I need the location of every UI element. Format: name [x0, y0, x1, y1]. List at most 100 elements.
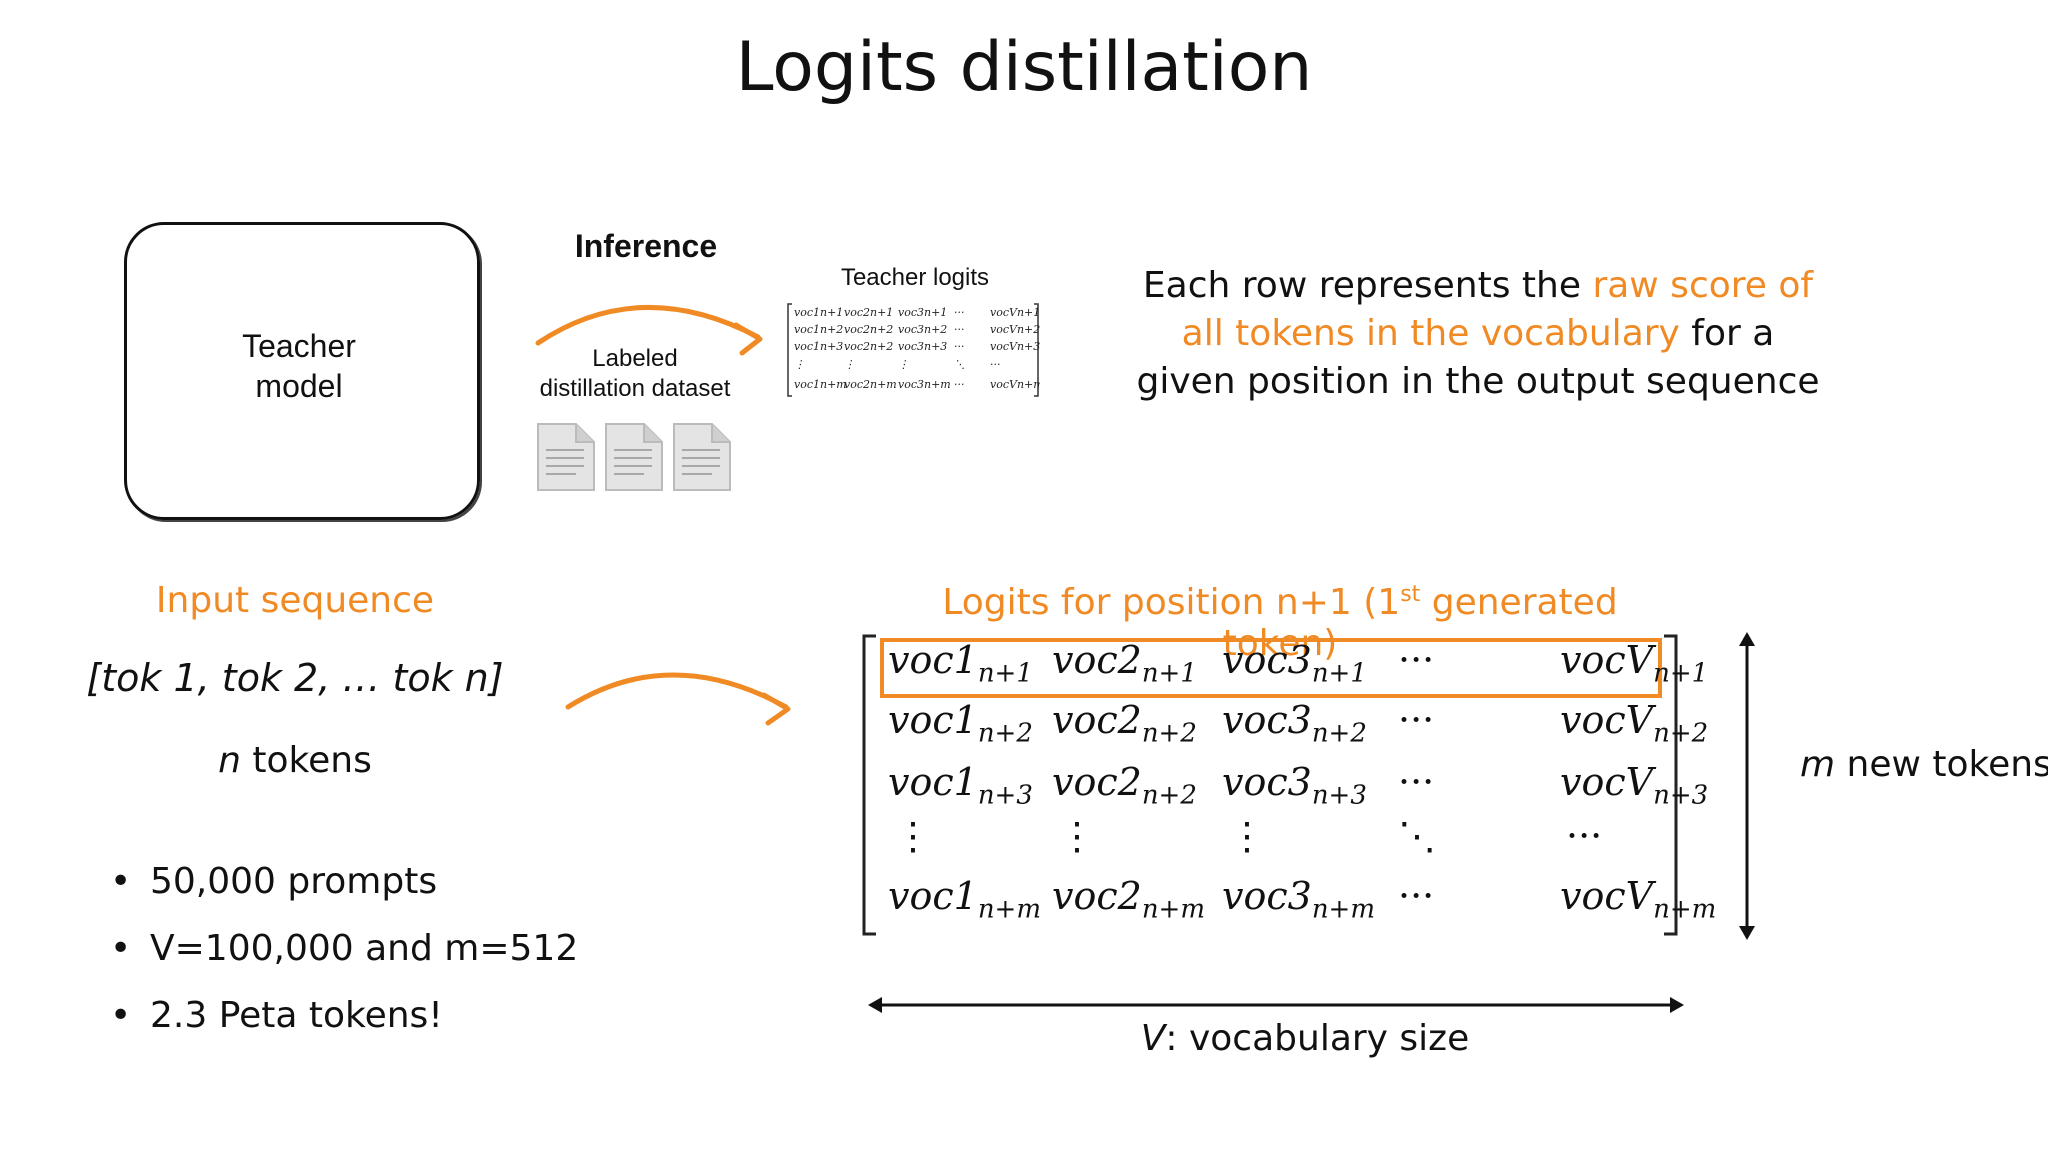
matrix-cell-base: voc1 [888, 760, 978, 804]
matrix-cell: voc2n+1 [1052, 638, 1197, 689]
logits-description: Each row represents the raw score of all… [1128, 262, 1828, 406]
bullet-text: 50,000 prompts [150, 861, 438, 902]
dataset-label-line2: distillation dataset [539, 375, 731, 402]
matrix-cell-base: ··· [1566, 814, 1603, 858]
bullet-item: • 50,000 prompts [110, 848, 578, 915]
mini-matrix-cell: voc2n+m [844, 378, 897, 391]
bullet-item: •V=100,000 and m=512 [110, 915, 578, 982]
mini-matrix-cell: voc3n+1 [898, 306, 947, 319]
matrix-cell-subscript: n+1 [1653, 658, 1709, 689]
inference-label: Inference [574, 228, 718, 264]
matrix-cell-subscript: n+2 [1141, 780, 1197, 811]
mini-matrix-cell: voc2n+2 [844, 340, 893, 353]
matrix-cell: ⋮ [1052, 814, 1096, 858]
matrix-cell-subscript: n+2 [1653, 718, 1709, 749]
matrix-cell-subscript: n+2 [977, 718, 1033, 749]
matrix-cell-subscript: n+1 [977, 658, 1033, 689]
document-icon [537, 423, 595, 491]
matrix-cell-subscript: n+m [1311, 894, 1375, 925]
matrix-cell-subscript: n+1 [1311, 658, 1367, 689]
matrix-cell-base: vocV [1560, 638, 1654, 682]
bullet-dot-icon: • [110, 861, 132, 902]
matrix-cell-subscript: n+2 [1141, 718, 1197, 749]
matrix-cell: ··· [1560, 814, 1602, 858]
matrix-cell-base: ⋮ [1058, 814, 1096, 858]
matrix-cell-base: ··· [1398, 698, 1435, 742]
bullet-item: •2.3 Peta tokens! [110, 982, 578, 1049]
dataset-label-line1: Labeled [592, 345, 678, 372]
matrix-cell: vocVn+2 [1560, 698, 1708, 749]
mini-matrix-cell: voc1n+2 [794, 323, 843, 336]
matrix-cell: voc1n+m [888, 874, 1041, 925]
matrix-cell: vocVn+3 [1560, 760, 1708, 811]
mini-matrix-cell: vocVn+m [990, 378, 1040, 391]
highlight-row-box [880, 638, 1662, 698]
bullet-dot-icon: • [110, 928, 132, 969]
matrix-cell: ⋮ [888, 814, 932, 858]
logits-title-after: generated token) [1222, 582, 1618, 664]
matrix-cell: ··· [1392, 874, 1434, 918]
matrix-cell: voc3n+m [1222, 874, 1375, 925]
mini-matrix-cell: ⋮ [898, 358, 909, 371]
matrix-cell-base: voc1 [888, 698, 978, 742]
matrix-cell: voc3n+1 [1222, 638, 1367, 689]
matrix-cell-subscript: n+3 [977, 780, 1033, 811]
matrix-cell: voc1n+3 [888, 760, 1033, 811]
m-new-tokens-text: new tokens [1835, 744, 2048, 785]
mini-matrix-cell: ⋮ [844, 358, 855, 371]
description-highlight: raw score of all tokens in the vocabular… [1181, 265, 1814, 354]
mini-matrix-cell: voc1n+1 [794, 306, 843, 319]
vocab-size-label: V: vocabulary size [1080, 1018, 1530, 1059]
m-var: m [1800, 744, 1836, 785]
matrix-cell: voc2n+2 [1052, 760, 1197, 811]
vocab-arrow [868, 997, 1684, 1013]
document-icon [673, 423, 731, 491]
sequence-arrow [565, 672, 791, 726]
description-part1: Each row represents the [1142, 265, 1593, 306]
mini-matrix-cell: voc3n+2 [898, 323, 947, 336]
matrix-cell-base: voc1 [888, 874, 978, 918]
mini-matrix-cell: voc3n+m [898, 378, 951, 391]
matrix-cell: voc2n+2 [1052, 698, 1197, 749]
mini-matrix-cell: ··· [954, 340, 965, 353]
matrix-cell-subscript: n+2 [1311, 718, 1367, 749]
token-count: n tokens [120, 740, 470, 781]
matrix-cell-base: voc3 [1222, 760, 1312, 804]
input-sequence-heading: Input sequence [155, 580, 435, 621]
token-count-var: n [218, 740, 241, 781]
matrix-cell: voc2n+m [1052, 874, 1205, 925]
teacher-label-line2: model [255, 368, 343, 404]
teacher-model-label: Teacher model [124, 326, 474, 406]
matrix-cell: vocVn+m [1560, 874, 1716, 925]
teacher-label-line1: Teacher [242, 328, 356, 364]
rows-arrow [1739, 632, 1755, 940]
matrix-cell: voc3n+3 [1222, 760, 1367, 811]
matrix-cell-base: ··· [1398, 874, 1435, 918]
matrix-cell-subscript: n+m [1653, 894, 1717, 925]
matrix-cell: ··· [1392, 698, 1434, 742]
matrix-cell-base: vocV [1560, 698, 1654, 742]
mini-matrix-cell: voc2n+1 [844, 306, 893, 319]
matrix-cell-subscript: n+3 [1311, 780, 1367, 811]
matrix-cell-base: voc1 [888, 638, 978, 682]
matrix-cell-base: ⋮ [1228, 814, 1266, 858]
matrix-cell: voc1n+1 [888, 638, 1033, 689]
teacher-model-box [124, 222, 480, 520]
mini-matrix-cell: vocVn+1 [990, 306, 1040, 319]
logits-title-sup: st [1400, 582, 1421, 607]
matrix-cell-base: voc3 [1222, 638, 1312, 682]
bullet-dot-icon: • [110, 995, 132, 1036]
mini-matrix-cell: voc3n+3 [898, 340, 947, 353]
inference-arrow [535, 305, 763, 356]
description-part2: for a given position in the output seque… [1136, 313, 1820, 402]
matrix-cell: voc3n+2 [1222, 698, 1367, 749]
token-list: [tok 1, tok 2, … tok n] [86, 656, 504, 700]
stats-bullet-list: • 50,000 prompts •V=100,000 and m=512 •2.… [110, 848, 578, 1049]
matrix-cell-base: voc3 [1222, 874, 1312, 918]
matrix-cell-subscript: n+1 [1141, 658, 1197, 689]
mini-matrix-cell: voc1n+m [794, 378, 847, 391]
matrix-cell-base: vocV [1560, 874, 1654, 918]
token-count-text: tokens [240, 740, 372, 781]
matrix-brackets [862, 634, 1678, 936]
